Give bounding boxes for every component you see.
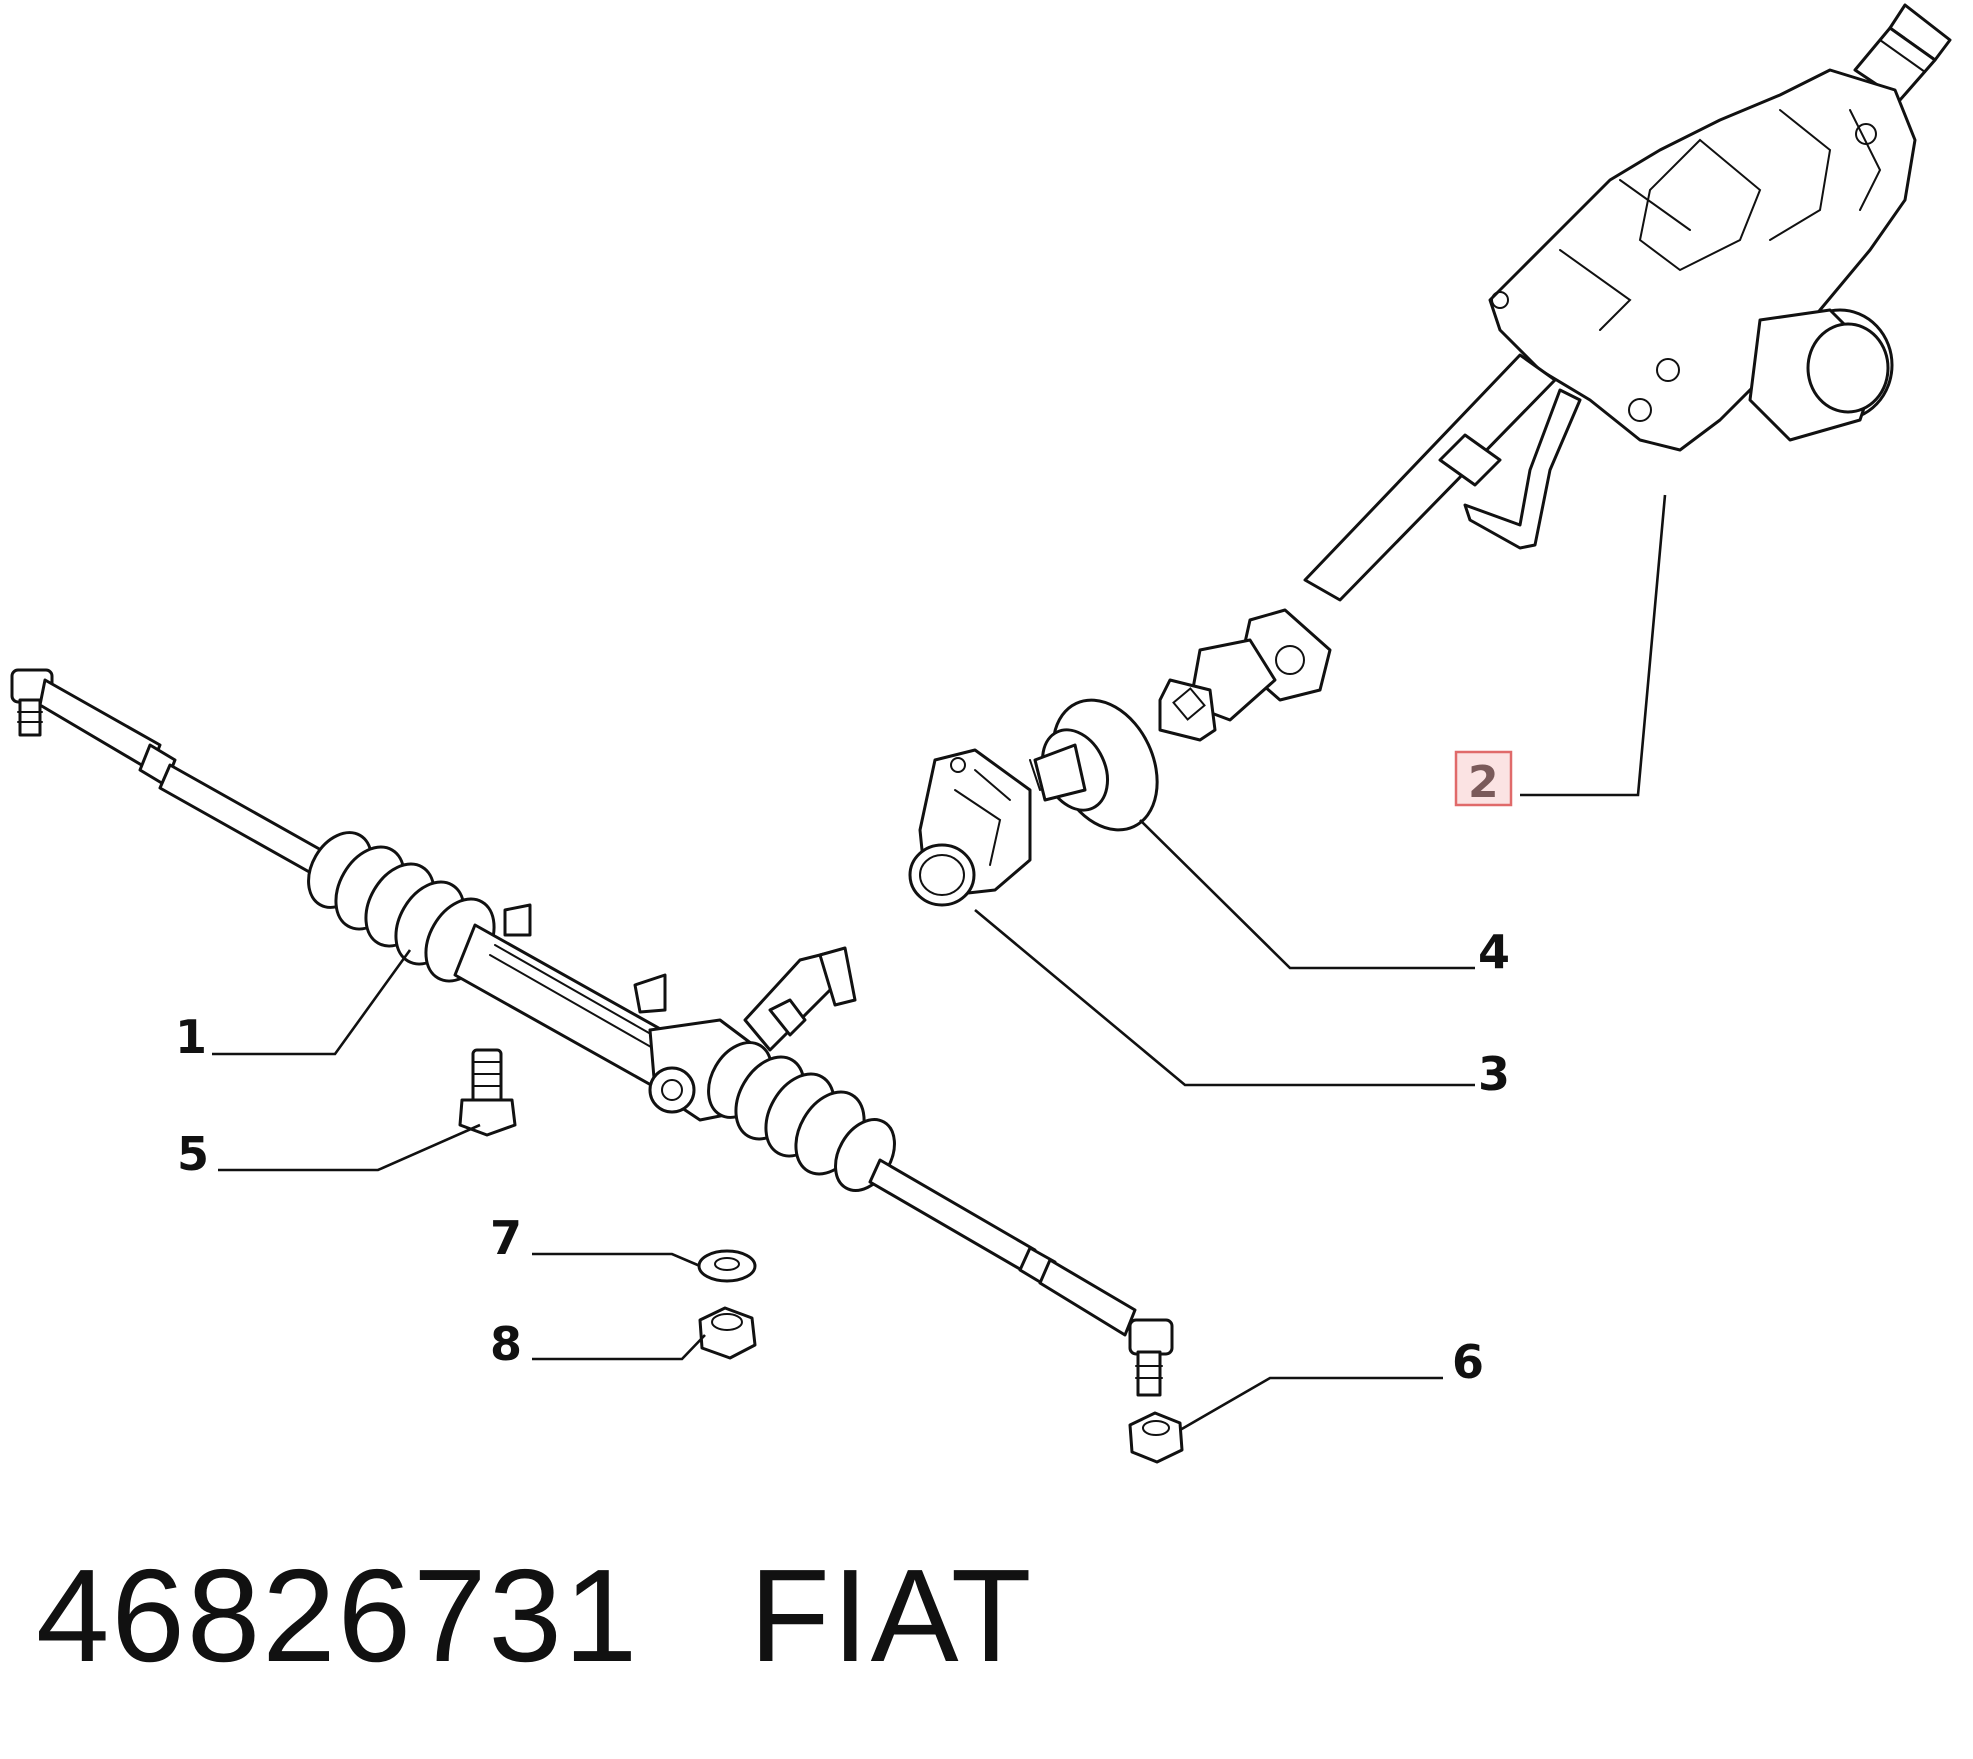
steering-column-part — [1158, 3, 1952, 742]
callout-6[interactable]: 6 — [1452, 1335, 1484, 1389]
leader-1 — [212, 949, 412, 1056]
bolt-part — [458, 1048, 517, 1137]
brand-name: FIAT — [749, 1541, 1034, 1689]
callout-1[interactable]: 1 — [175, 1010, 207, 1064]
footer-caption: 46826731 FIAT — [36, 1535, 1033, 1695]
leader-3 — [974, 909, 1475, 1087]
hex-nut-part — [1128, 1411, 1184, 1464]
steering-rack-part — [10, 668, 1174, 1397]
callout-labels: 1 2 3 4 5 6 7 8 — [175, 750, 1513, 1389]
washer-part — [697, 1249, 757, 1283]
seal-part — [1029, 698, 1159, 832]
leader-8 — [532, 1334, 706, 1361]
leader-6 — [1179, 1376, 1443, 1432]
right-bellows — [707, 1041, 896, 1192]
callout-leaders — [212, 494, 1667, 1432]
bracket-part — [908, 748, 1032, 907]
callout-2-highlight — [1454, 750, 1513, 807]
callout-4[interactable]: 4 — [1478, 925, 1510, 979]
leader-2 — [1520, 494, 1667, 797]
leader-5 — [218, 1123, 481, 1172]
callout-7[interactable]: 7 — [490, 1211, 522, 1265]
flange-nut-part — [698, 1306, 757, 1360]
callout-2[interactable]: 2 — [1468, 757, 1499, 808]
leader-7 — [532, 1252, 701, 1268]
leader-4 — [1139, 819, 1475, 970]
part-number: 46826731 — [36, 1541, 640, 1689]
callout-5[interactable]: 5 — [177, 1127, 209, 1181]
callout-3[interactable]: 3 — [1478, 1047, 1510, 1101]
callout-8[interactable]: 8 — [490, 1317, 522, 1371]
